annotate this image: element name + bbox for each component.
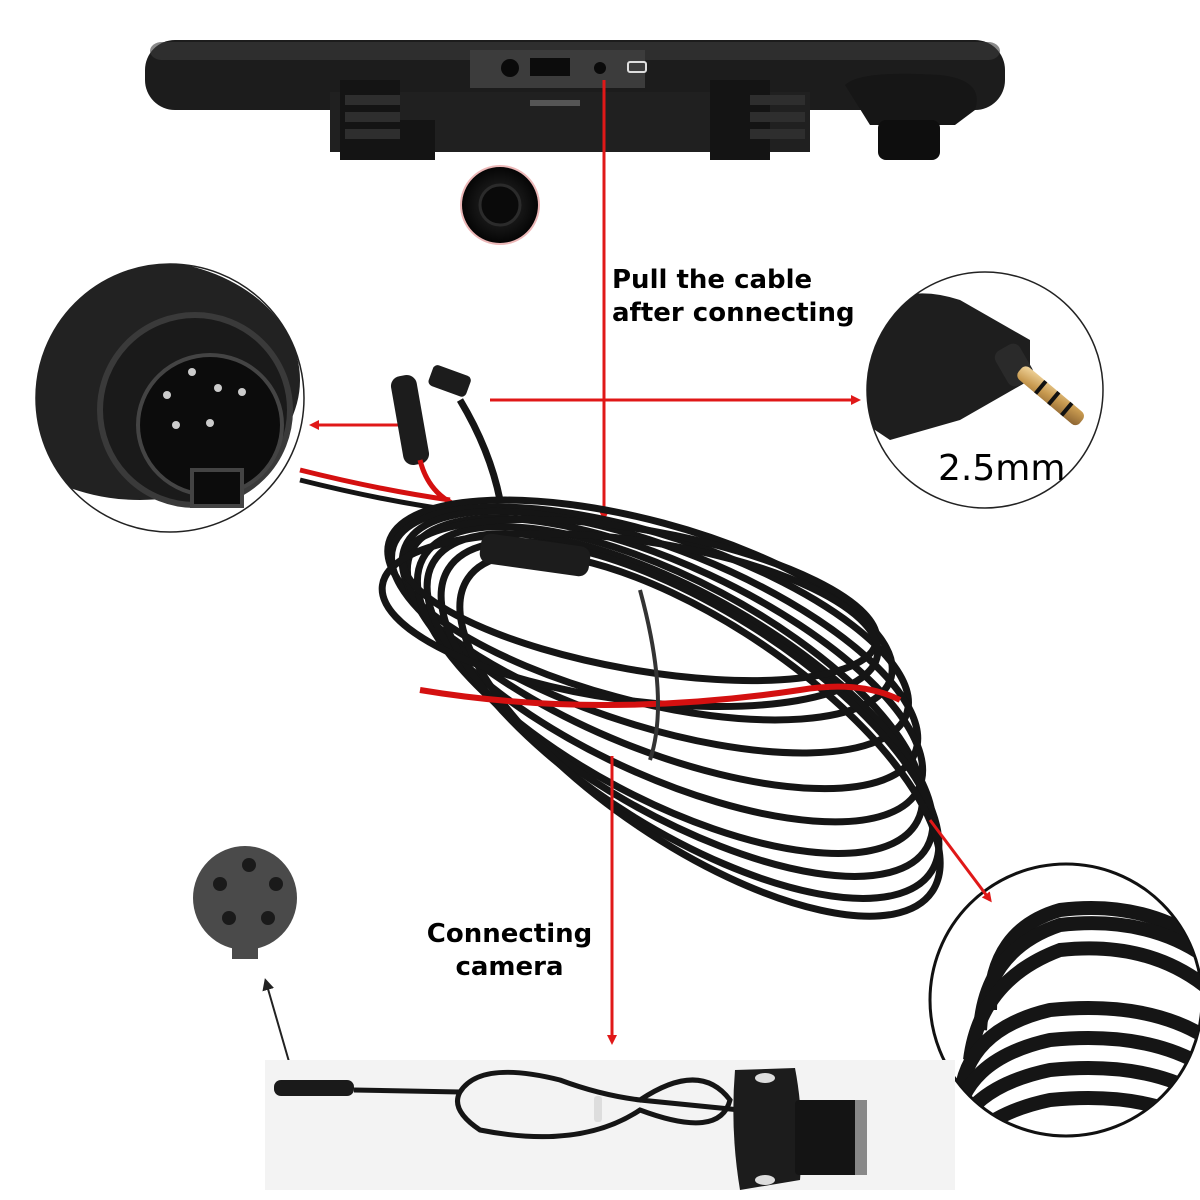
connecting-camera-line1: Connecting (426, 919, 593, 949)
connecting-camera-line2: camera (455, 951, 564, 982)
jack-size-label: 2.5mm (938, 448, 1066, 489)
5-pin-connector-closeup (35, 263, 305, 533)
camera-lens-icon (460, 165, 540, 245)
arrow-to-socket (262, 978, 293, 1073)
5-pin-socket-face (193, 846, 297, 959)
pull-cable-line1: Pull the cable (612, 265, 813, 295)
extension-cable-coil (299, 365, 944, 920)
backup-camera (265, 1060, 955, 1190)
mirror-dvr (145, 40, 1005, 160)
2.5mm-jack-closeup (866, 271, 1104, 509)
pull-cable-annotation: Pull the cable after connecting (612, 264, 855, 329)
cable-coil-closeup (928, 862, 1200, 1138)
connecting-camera-annotation: Connecting camera (422, 918, 597, 983)
pull-cable-line2: after connecting (612, 297, 855, 328)
arrow-to-cable-closeup (928, 819, 992, 903)
